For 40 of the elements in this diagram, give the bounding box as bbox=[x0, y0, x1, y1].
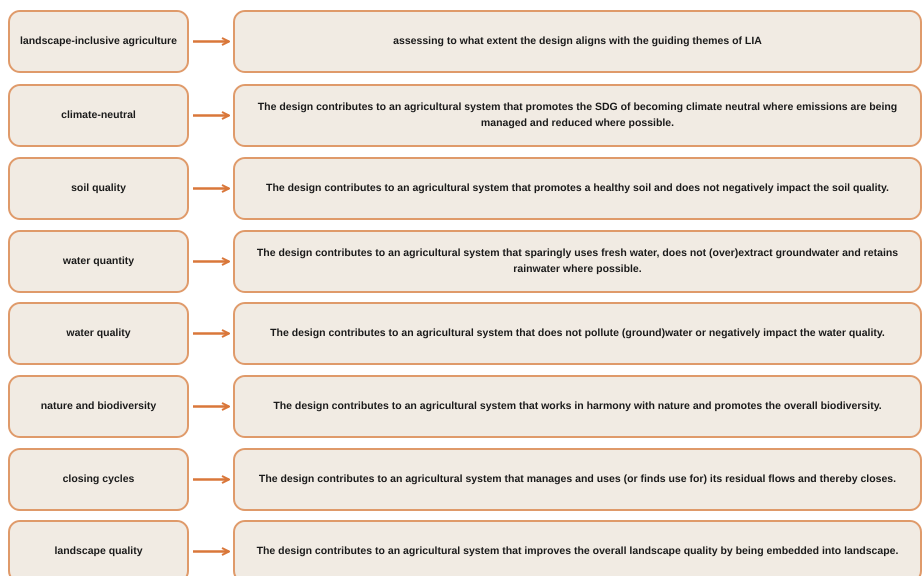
theme-label: nature and biodiversity bbox=[40, 398, 156, 414]
theme-box bbox=[8, 10, 189, 73]
description-box bbox=[233, 375, 922, 438]
description-text: The design contributes to an agricultural system that improves the overall landscape quality by being embedded into landscape. bbox=[256, 544, 898, 559]
theme-label: landscape-inclusive agriculture bbox=[20, 34, 177, 49]
description-text: The design contributes to an agricultural system that sparingly uses fresh water, does not (over)extract groundwater and retains rainwater where possible. bbox=[256, 246, 900, 276]
theme-label: landscape quality bbox=[54, 544, 143, 559]
theme-box bbox=[8, 302, 189, 365]
description-text: The design contributes to an agricultural system that does not pollute (ground)water or negatively impact the water quality. bbox=[270, 326, 885, 341]
description-text: The design contributes to an agricultural system that manages and uses (or finds use for) its residual flows and thereby closes. bbox=[258, 472, 896, 487]
description-box bbox=[233, 10, 922, 73]
arrow bbox=[193, 37, 230, 46]
arrow bbox=[193, 547, 230, 556]
description-box bbox=[233, 520, 922, 576]
arrow bbox=[193, 257, 230, 266]
description-text: assessing to what extent the design aligns with the guiding themes of LIA bbox=[393, 34, 762, 49]
arrow bbox=[193, 329, 230, 338]
description-box bbox=[233, 302, 922, 365]
arrow bbox=[193, 111, 230, 120]
theme-box bbox=[8, 84, 189, 147]
theme-label: climate-neutral bbox=[61, 108, 136, 123]
theme-box bbox=[8, 375, 189, 438]
description-box bbox=[233, 157, 922, 220]
description-text: The design contributes to an agricultural system that promotes the SDG of becoming climate neutral where emissions are being managed and reduced where possible. bbox=[256, 100, 898, 130]
description-box bbox=[233, 84, 922, 147]
theme-box bbox=[8, 520, 189, 576]
arrow bbox=[193, 402, 230, 411]
theme-label: closing cycles bbox=[62, 472, 134, 487]
theme-label: soil quality bbox=[71, 180, 126, 196]
theme-label: water quantity bbox=[62, 254, 134, 269]
arrow bbox=[193, 184, 230, 193]
theme-label: water quality bbox=[66, 326, 131, 341]
theme-box bbox=[8, 448, 189, 511]
description-box bbox=[233, 230, 922, 293]
arrow bbox=[193, 475, 230, 484]
theme-box bbox=[8, 230, 189, 293]
description-text: The design contributes to an agricultural system that works in harmony with nature and promotes the overall biodiversity. bbox=[273, 398, 882, 414]
description-box bbox=[233, 448, 922, 511]
theme-box bbox=[8, 157, 189, 220]
description-text: The design contributes to an agricultural system that promotes a healthy soil and does not negatively impact the soil quality. bbox=[266, 180, 889, 196]
